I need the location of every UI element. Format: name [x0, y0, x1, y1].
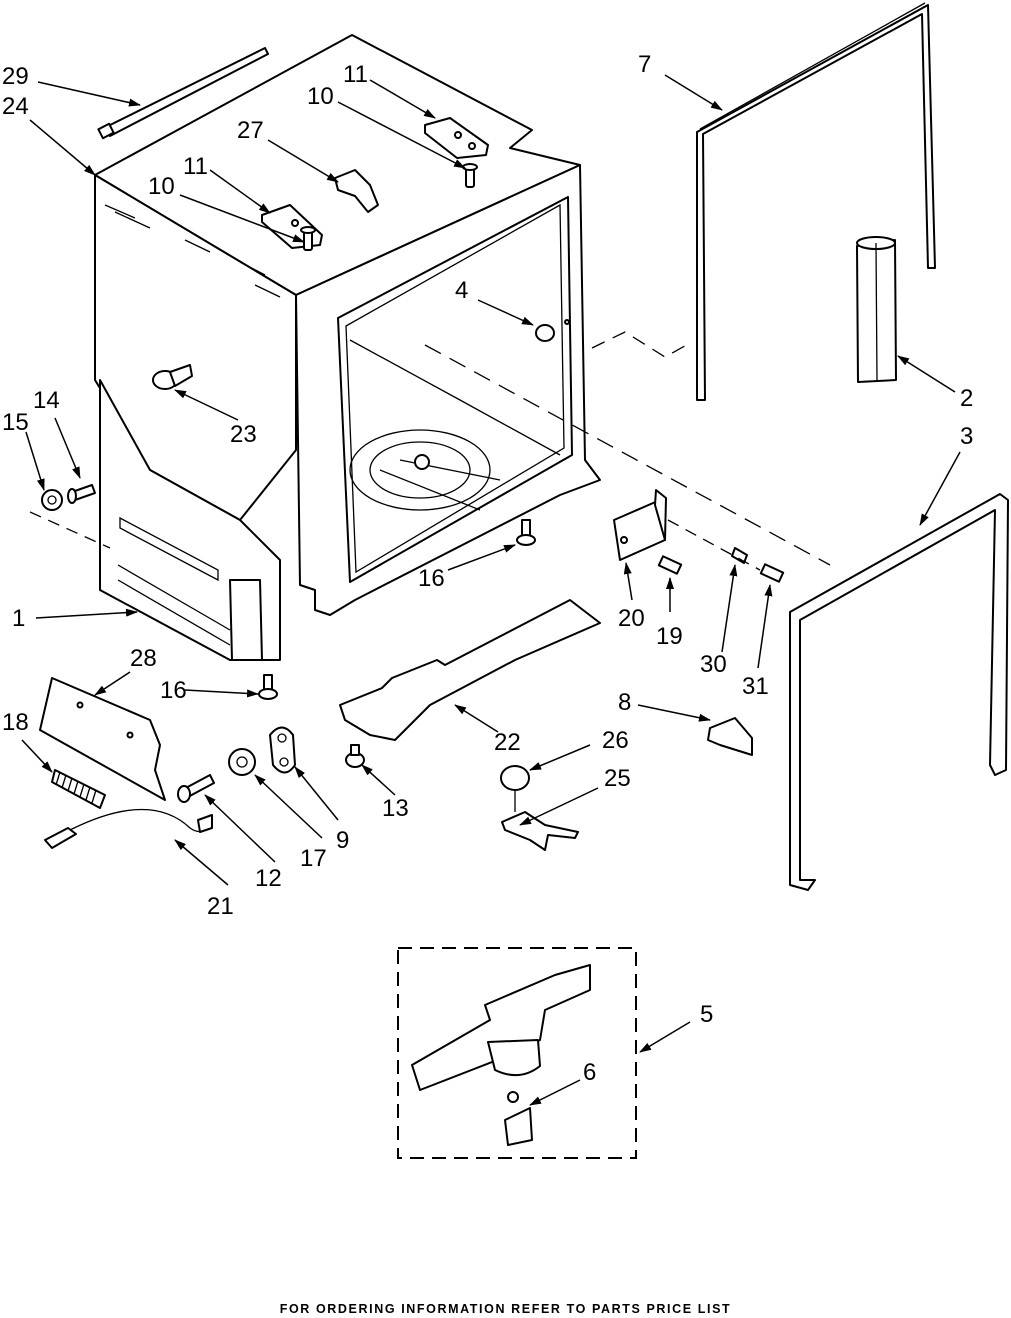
- callout-24: 24: [2, 93, 29, 120]
- nut-15: [42, 490, 62, 510]
- callout-7: 7: [638, 51, 651, 78]
- door-seal-7: [697, 3, 935, 400]
- callout-29: 29: [2, 63, 29, 90]
- bracket-25: [502, 812, 578, 850]
- callout-5: 5: [700, 1001, 713, 1028]
- vent-tube-2: [857, 237, 896, 382]
- shield-22: [340, 600, 600, 740]
- callout-30: 30: [700, 651, 727, 678]
- leveling-leg-16a: [517, 520, 535, 545]
- spring-18: [52, 770, 105, 808]
- link-9: [270, 728, 295, 773]
- callout-10: 10: [148, 173, 175, 200]
- detail-box-5: [398, 948, 636, 1158]
- callout-4: 4: [455, 277, 468, 304]
- roller-17: [229, 749, 255, 775]
- callout-13: 13: [382, 795, 409, 822]
- callout-31: 31: [742, 673, 769, 700]
- latch-8: [708, 718, 752, 755]
- cable-21: [45, 809, 212, 848]
- leveling-leg-16b: [259, 675, 277, 699]
- callout-28: 28: [130, 645, 157, 672]
- tub-gasket-3: [790, 494, 1008, 890]
- callout-15: 15: [2, 409, 29, 436]
- valve-26: [501, 766, 529, 812]
- callout-20: 20: [618, 605, 645, 632]
- callout-27: 27: [237, 117, 264, 144]
- callout-17: 17: [300, 845, 327, 872]
- screw-10-left: [301, 227, 315, 250]
- callout-9: 9: [336, 827, 349, 854]
- callout-11: 11: [183, 153, 208, 180]
- callout-10: 10: [307, 83, 334, 110]
- callout-12: 12: [255, 865, 282, 892]
- callout-2: 2: [960, 385, 973, 412]
- ordering-info-footer: FOR ORDERING INFORMATION REFER TO PARTS …: [0, 1302, 1011, 1316]
- callout-25: 25: [604, 765, 631, 792]
- callout-22: 22: [494, 729, 521, 756]
- screw-19: [659, 556, 681, 574]
- callout-14: 14: [33, 387, 60, 414]
- callout-18: 18: [2, 709, 29, 736]
- callout-26: 26: [602, 727, 629, 754]
- bracket-20: [614, 490, 666, 560]
- callout-1: 1: [12, 605, 25, 632]
- bumper-13: [346, 745, 364, 767]
- callout-6: 6: [583, 1059, 596, 1086]
- screw-14: [68, 485, 95, 503]
- callout-23: 23: [230, 421, 257, 448]
- callout-11: 11: [343, 61, 368, 88]
- callout-16: 16: [418, 565, 445, 592]
- callout-8: 8: [618, 689, 631, 716]
- clip-30: [732, 548, 747, 563]
- callout-19: 19: [656, 623, 683, 650]
- screw-31: [761, 564, 783, 582]
- callout-3: 3: [960, 423, 973, 450]
- callout-16: 16: [160, 677, 187, 704]
- callout-21: 21: [207, 893, 234, 920]
